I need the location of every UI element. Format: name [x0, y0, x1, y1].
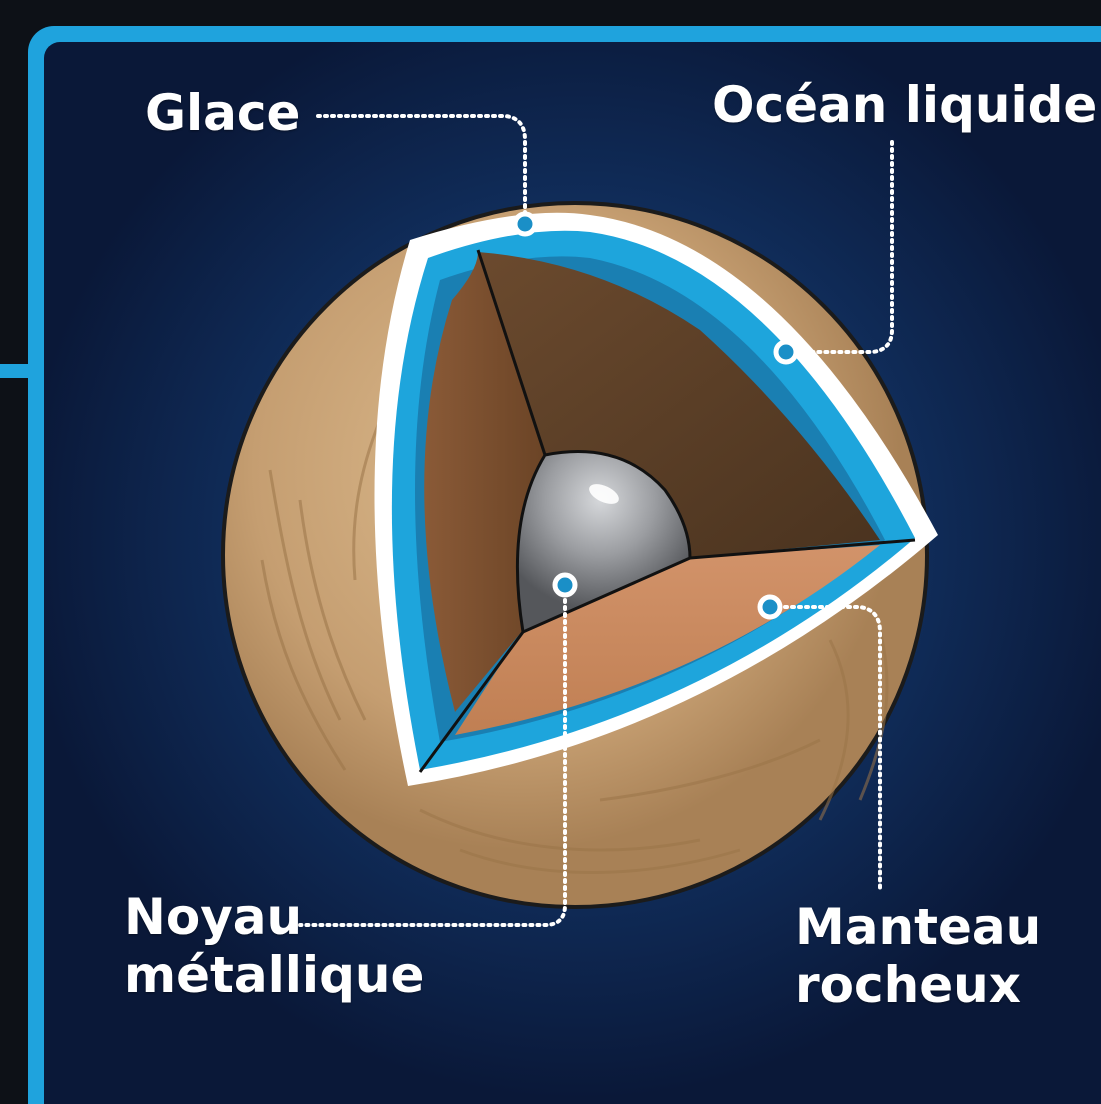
label-ocean-text: Océan liquide	[712, 76, 1097, 134]
label-ocean: Océan liquide	[712, 76, 1097, 134]
marker-core	[555, 575, 575, 595]
label-ice-text: Glace	[145, 84, 300, 142]
label-mantle: Manteau rocheux	[795, 898, 1041, 1014]
label-core: Noyau métallique	[124, 888, 424, 1004]
marker-mantle	[760, 597, 780, 617]
label-mantle-line1: Manteau	[795, 898, 1041, 956]
marker-ocean	[776, 342, 796, 362]
label-core-line1: Noyau	[124, 888, 424, 946]
label-ice: Glace	[145, 84, 300, 142]
label-core-line2: métallique	[124, 946, 424, 1004]
panel-tab	[0, 364, 34, 378]
marker-ice	[515, 214, 535, 234]
label-mantle-line2: rocheux	[795, 956, 1041, 1014]
